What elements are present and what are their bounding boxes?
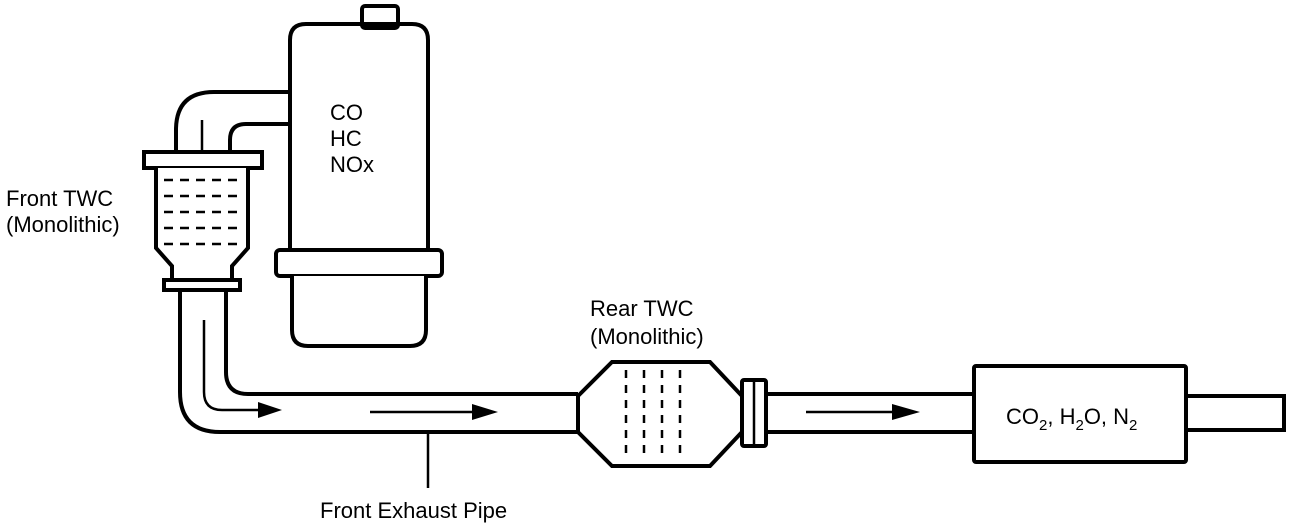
front-twc [142,150,264,292]
rear-twc-label: Rear TWC (Monolithic) [590,296,704,349]
gas-hc: HC [330,126,362,151]
gas-co: CO [330,100,363,125]
rear-twc-subtitle: (Monolithic) [590,324,704,349]
tail-pipe [1186,394,1286,432]
gas-composition-label: CO HC NOx [330,100,374,177]
front-twc-subtitle: (Monolithic) [6,212,120,237]
muffler [972,364,1188,464]
gas-nox: NOx [330,152,374,177]
front-exhaust-pipe-label: Front Exhaust Pipe [320,498,507,523]
front-twc-label: Front TWC (Monolithic) [6,186,120,237]
exhaust-manifold [274,4,444,348]
front-twc-title: Front TWC [6,186,113,211]
rear-twc [576,360,744,468]
rear-twc-title: Rear TWC [590,296,694,321]
center-pipe [766,392,974,434]
output-gases-label: CO2, H2O, N2 [1006,404,1137,434]
front-exhaust-pipe [178,290,578,488]
pipe-flange [740,378,768,448]
